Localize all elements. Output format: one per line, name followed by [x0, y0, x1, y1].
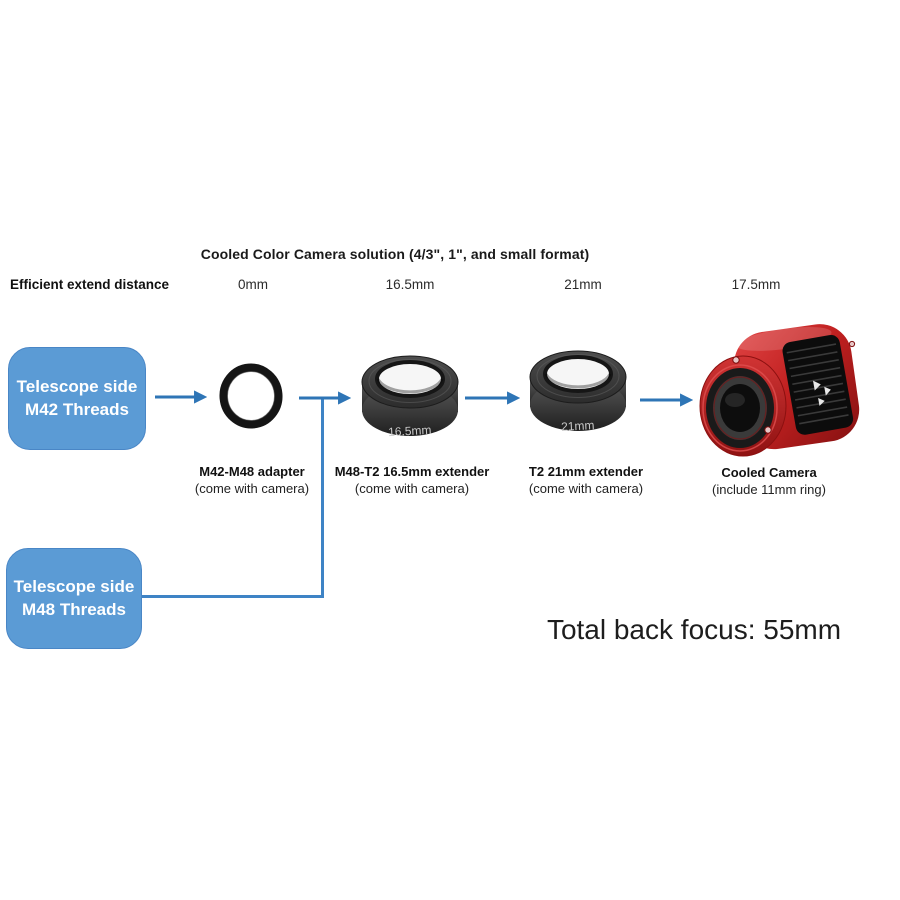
total-back-focus-text: Total back focus: 55mm	[546, 614, 842, 645]
diagram-title: Cooled Color Camera solution (4/3", 1", …	[200, 246, 590, 262]
adapter-label: M42-M48 adapter (come with camera)	[172, 463, 332, 497]
t2-21mm-extender-image: 21mm	[529, 350, 627, 434]
component-name: M42-M48 adapter	[199, 464, 305, 479]
m48-t2-extender-image: 16.5mm	[361, 355, 459, 439]
telescope-m42-line2: M42 Threads	[25, 399, 129, 419]
component-note: (come with camera)	[528, 481, 644, 496]
telescope-m42-line1: Telescope side	[16, 376, 138, 396]
extend-distance-value-extender2: 21mm	[564, 277, 602, 292]
extend-distance-value-extender1: 16.5mm	[385, 277, 435, 292]
cooled-camera-image	[699, 324, 860, 457]
telescope-m48-box: Telescope side M48 Threads	[6, 548, 142, 649]
telescope-m42-box: Telescope side M42 Threads	[8, 347, 146, 450]
telescope-m48-line2: M48 Threads	[22, 599, 126, 619]
extend-distance-label: Efficient extend distance	[10, 277, 170, 292]
extender1-engraving: 16.5mm	[388, 423, 432, 439]
extender2-engraving: 21mm	[561, 418, 595, 434]
component-name: T2 21mm extender	[528, 464, 644, 479]
extend-distance-value-camera: 17.5mm	[731, 277, 781, 292]
component-note: (include 11mm ring)	[712, 482, 826, 497]
component-name: Cooled Camera	[721, 465, 817, 480]
extend-distance-value-adapter: 0mm	[238, 277, 268, 292]
camera-label: Cooled Camera (include 11mm ring)	[679, 464, 859, 498]
extender1-label: M48-T2 16.5mm extender (come with camera…	[322, 463, 502, 497]
component-note: (come with camera)	[354, 481, 470, 496]
m42-m48-adapter-image	[219, 363, 283, 429]
telescope-m48-line1: Telescope side	[13, 576, 135, 596]
extender2-label: T2 21mm extender (come with camera)	[496, 463, 676, 497]
component-note: (come with camera)	[194, 481, 310, 496]
component-name: M48-T2 16.5mm extender	[334, 464, 490, 479]
